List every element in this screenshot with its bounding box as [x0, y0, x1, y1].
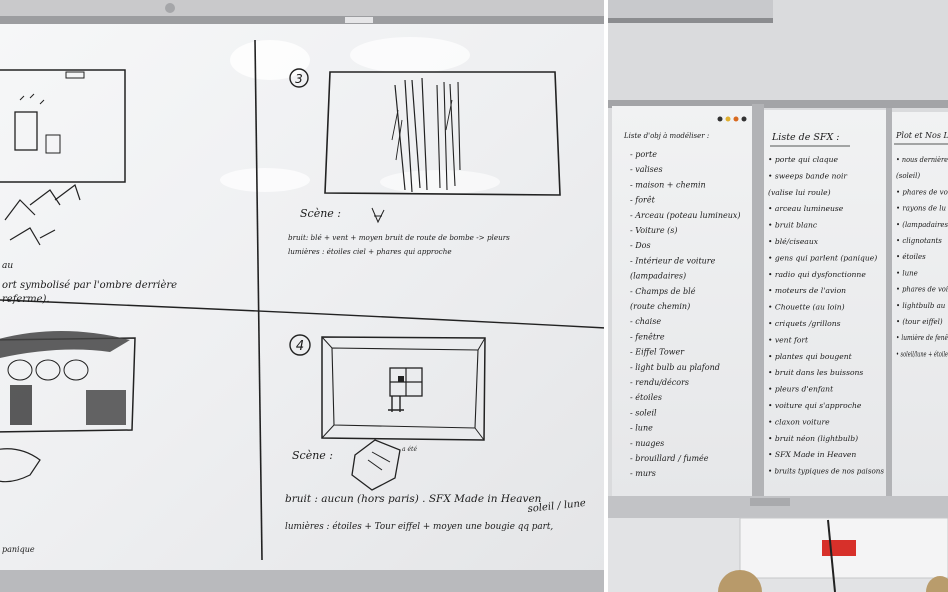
- sfx-list-item: • Chouette (au loin): [768, 303, 845, 312]
- light-list-item: • nous dernière: [896, 156, 948, 164]
- model-list-item: - Arceau (poteau lumineux): [630, 211, 741, 220]
- panel-4-scene-label: Scène :: [292, 449, 333, 462]
- list-models-header: Liste d'obj à modéliser :: [623, 132, 709, 140]
- sfx-list-item: • pleurs d'enfant: [768, 385, 834, 394]
- horizontal-divider: [0, 299, 607, 329]
- model-list-item: - Intérieur de voiture: [630, 256, 716, 265]
- light-list-item: • lune: [896, 269, 918, 277]
- panel-4-number: 4: [296, 339, 304, 354]
- panel-3-scene-label: Scène :: [300, 207, 341, 220]
- model-list-item: - Champs de blé: [630, 287, 696, 296]
- list-models: Liste d'obj à modéliser : - porte - valis…: [623, 132, 741, 478]
- light-list-item: • rayons de lu: [896, 205, 946, 213]
- sfx-list-item: • criquets /grillons: [768, 319, 841, 328]
- sfx-list-item: • sweeps bande noir: [768, 171, 847, 180]
- panel-3-sound-note: bruit: blé + vent + moyen bruit de route…: [288, 233, 510, 242]
- panel-3-number: 3: [295, 72, 303, 86]
- light-list-item: • lumière de fenê: [896, 334, 948, 342]
- model-list-item: - maison + chemin: [630, 180, 706, 189]
- sfx-list-item: • porte qui claque: [768, 155, 838, 164]
- model-list-item: - Voiture (s): [630, 226, 677, 235]
- sfx-list-item: • bruit blanc: [768, 221, 818, 230]
- right-board-2: [764, 110, 886, 496]
- light-list-item: • étoiles: [896, 253, 926, 261]
- board-bottom-rail: [0, 570, 606, 592]
- sfx-list-item: • gens qui parlent (panique): [768, 253, 877, 262]
- model-list-item: - nuages: [630, 439, 664, 448]
- panel-4-sound-note: bruit : aucun (hors paris) . SFX Made in…: [285, 493, 542, 505]
- list-lights: Plot et Nos Li • nous dernière (soleil) • …: [894, 131, 948, 358]
- left-whiteboard: [0, 24, 606, 574]
- board-top-frame: [0, 16, 606, 24]
- light-list-item: • soleil/lune + étoile: [896, 350, 948, 358]
- model-list-item: - porte: [630, 150, 657, 159]
- light-list-item: • phares de voi: [896, 286, 948, 294]
- model-list-item: - fenêtre: [630, 332, 665, 341]
- sfx-list-item: • radio qui dysfonctionne: [768, 270, 866, 279]
- model-list-item: - forêt: [630, 196, 656, 205]
- model-list-item: - rendu/décors: [630, 378, 689, 387]
- sfx-list-item: • moteurs de l'avion: [768, 286, 846, 295]
- model-list-item: - Dos: [630, 241, 651, 250]
- sfx-list-item: • arceau lumineuse: [768, 204, 844, 213]
- model-list-item: - chaise: [630, 317, 661, 326]
- model-list-item: (route chemin): [630, 302, 690, 311]
- note-fragment-3: au: [2, 261, 13, 271]
- note-fragment-4: panique: [2, 545, 35, 554]
- power-outlet: [822, 540, 856, 556]
- sfx-list-item: • voiture qui s'approche: [768, 401, 862, 410]
- model-list-item: - light bulb au plafond: [630, 363, 720, 372]
- model-list-item: - soleil: [630, 408, 657, 417]
- light-list-item: • lightbulb au: [896, 302, 946, 310]
- list-sfx-header: Liste de SFX :: [771, 132, 840, 143]
- panel-4-sub-note: a été: [402, 446, 417, 453]
- vertical-divider: [254, 39, 263, 561]
- list-sfx: Liste de SFX : • porte qui claque • sweep…: [768, 132, 884, 476]
- panel-sketch-door: [0, 69, 126, 246]
- light-list-item: • (lampadaires: [896, 221, 948, 229]
- right-board-photo: Liste d'obj à modéliser : - porte - valis…: [608, 0, 948, 592]
- sfx-list-item: • blé/ciseaux: [768, 237, 819, 246]
- list-lights-header: Plot et Nos Li: [895, 131, 948, 140]
- right-board-1: [612, 106, 752, 496]
- magnet-icon: [345, 17, 373, 23]
- light-list-item: • phares de vo: [896, 188, 948, 196]
- light-list-item: • (tour eiffel): [896, 318, 943, 326]
- panel-4: 4 Scène : a été bruit : aucun (hors pari…: [285, 334, 586, 532]
- model-list-item: - lune: [630, 424, 653, 433]
- light-list-item: (soleil): [896, 172, 920, 180]
- model-list-item: - étoiles: [630, 393, 662, 402]
- panel-sketch-plane: [0, 331, 136, 483]
- panel-4-light-note: lumières : étoiles + Tour eiffel + moyen…: [285, 521, 553, 532]
- right-board-3: [892, 112, 948, 496]
- model-list-item: - valises: [630, 165, 663, 174]
- model-list-item: (lampadaires): [630, 272, 686, 281]
- sfx-list-item: • bruit dans les buissons: [768, 368, 863, 377]
- model-list-item: - brouillard / fumée: [630, 454, 709, 463]
- model-list-item: - Eiffel Tower: [630, 348, 685, 357]
- note-fragment-1: ort symbolisé par l'ombre derrière: [2, 280, 177, 291]
- sfx-list-item: • plantes qui bougent: [768, 352, 853, 361]
- panel-3-light-note: lumières : étoiles ciel + phares qui app…: [288, 247, 452, 256]
- sfx-list-item: (valise lui roule): [768, 188, 831, 197]
- sfx-list-item: • bruit néon (lightbulb): [768, 434, 858, 443]
- panel-3: 3 Scène : bruit: blé + vent + moyen brui…: [288, 68, 561, 256]
- left-board-photo: ort symbolisé par l'ombre derrière refer…: [0, 0, 607, 592]
- note-fragment-2: referme).: [2, 294, 50, 305]
- board-tray: [608, 496, 948, 518]
- light-list-item: • clignotants: [896, 237, 942, 245]
- sfx-list-item: • claxon voiture: [768, 417, 830, 426]
- model-list-item: - murs: [630, 469, 656, 478]
- sfx-list-item: • vent fort: [768, 335, 809, 344]
- sfx-list-item: • bruits typiques de nos paisons: [768, 467, 884, 476]
- sfx-list-item: • SFX Made in Heaven: [768, 450, 856, 459]
